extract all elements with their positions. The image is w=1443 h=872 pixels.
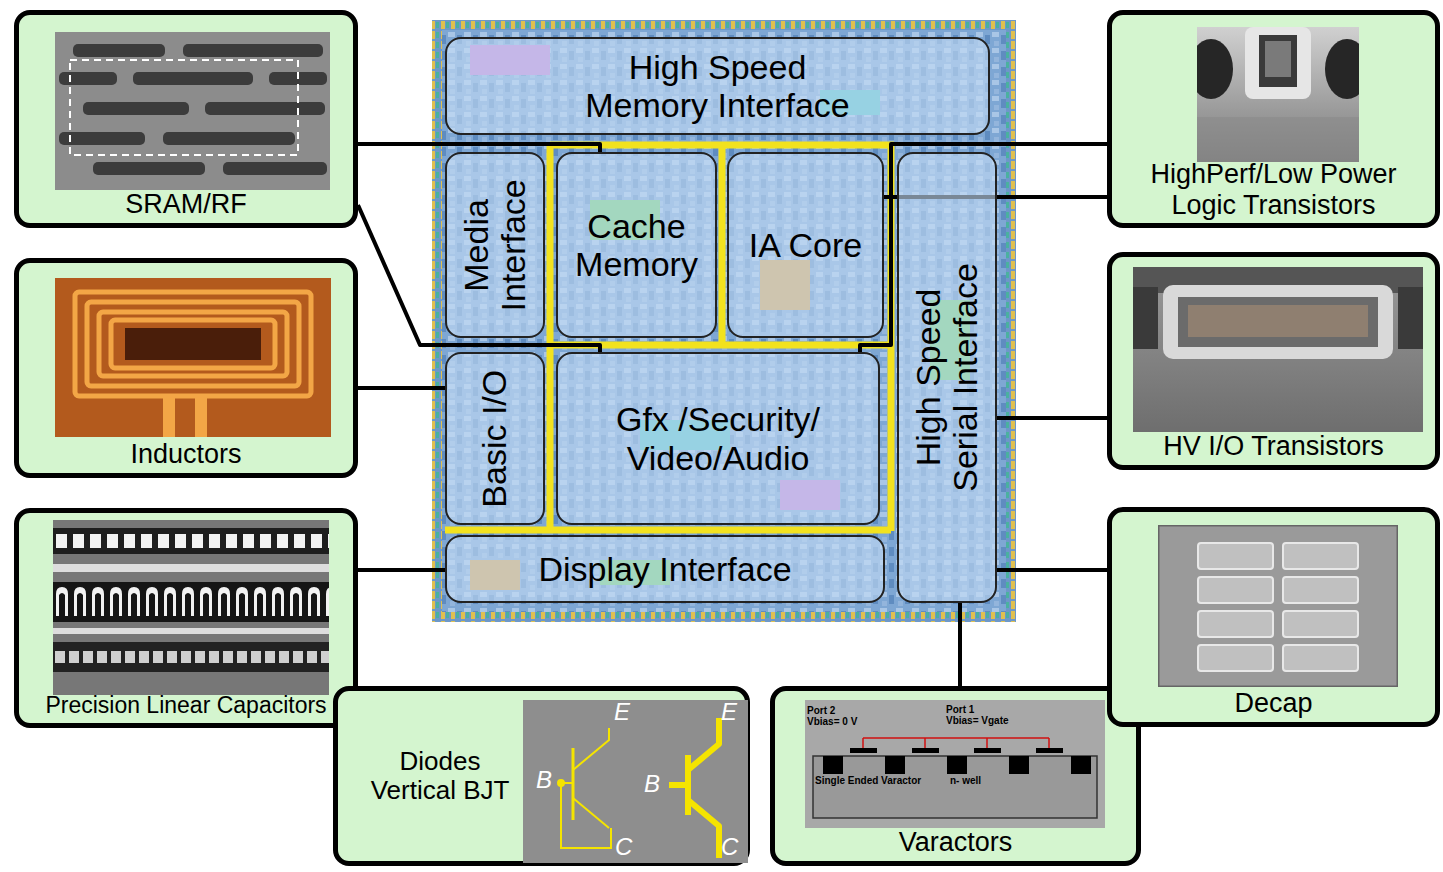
hv-transistor-tem (1133, 267, 1423, 432)
pin-label: B (644, 770, 660, 798)
callout-box: SRAM/RF (14, 10, 358, 228)
callout-box: Decap (1107, 507, 1440, 727)
signal-label: Vbias= Vgate (946, 715, 1009, 726)
logic-transistor-tem (1197, 27, 1359, 162)
inductor-micrograph (55, 278, 331, 437)
leader-line (358, 568, 445, 572)
node-label: IA Core (749, 226, 862, 264)
pin-label: E (721, 698, 737, 726)
die-region: Gfx /Security/ Video/Audio (556, 352, 880, 525)
capacitor-micrograph (53, 520, 329, 695)
node-label: Varactors (899, 827, 1013, 857)
signal-label: Vbias= 0 V (807, 716, 857, 727)
signal-label: Single Ended Varactor (815, 775, 921, 786)
pin-label: E (614, 698, 630, 726)
die-region: IA Core (727, 152, 884, 338)
callout-box: Inductors (14, 258, 358, 478)
node-label: Display Interface (538, 550, 791, 588)
die-body (432, 20, 1016, 622)
node-label: HV I/O Transistors (1163, 431, 1384, 461)
node-label: Inductors (130, 439, 241, 469)
die-buses (445, 145, 894, 531)
node-label: Gfx /Security/ Video/Audio (598, 400, 838, 476)
die-region: Media Interface (445, 152, 545, 338)
node-label: Precision Linear Capacitors (45, 693, 326, 719)
leader-line (358, 386, 445, 390)
thick-bjt-symbol (669, 718, 719, 858)
node-label: Diodes Vertical BJT (360, 747, 520, 805)
callout-box: Precision Linear Capacitors (14, 508, 358, 728)
callout-box: HighPerf/Low Power Logic Transistors (1107, 10, 1440, 228)
sram-micrograph (55, 32, 330, 190)
leader-line (358, 144, 600, 152)
node-label: High Speed Memory Interface (568, 48, 868, 124)
node-label: High Speed Serial Interface (910, 253, 985, 503)
node-label: HighPerf/Low Power Logic Transistors (1124, 159, 1424, 221)
die-region: Basic I/O (445, 352, 545, 525)
leader-line (997, 568, 1107, 572)
thin-bjt-symbol (558, 728, 611, 848)
leader-line (958, 603, 962, 686)
node-label: Decap (1234, 688, 1312, 718)
signal-label: n- well (950, 775, 981, 786)
callout-box: HV I/O Transistors (1107, 252, 1440, 470)
die-region: High Speed Serial Interface (897, 152, 997, 603)
die-region: Display Interface (445, 535, 885, 603)
bjt-symbols (523, 700, 748, 863)
die-region: Cache Memory (556, 152, 717, 338)
node-label: Basic I/O (476, 358, 513, 518)
pin-label: C (721, 833, 738, 861)
pin-label: C (615, 833, 632, 861)
node-label: SRAM/RF (125, 189, 247, 219)
node-label: Cache Memory (561, 207, 713, 283)
signal-label: Port 1 (946, 704, 974, 715)
leader-line (997, 416, 1107, 420)
signal-label: Port 2 (807, 705, 835, 716)
die-region: High Speed Memory Interface (445, 37, 990, 135)
node-label: Media Interface (458, 162, 533, 328)
pin-label: B (536, 766, 552, 794)
decap-micrograph (1158, 525, 1398, 687)
